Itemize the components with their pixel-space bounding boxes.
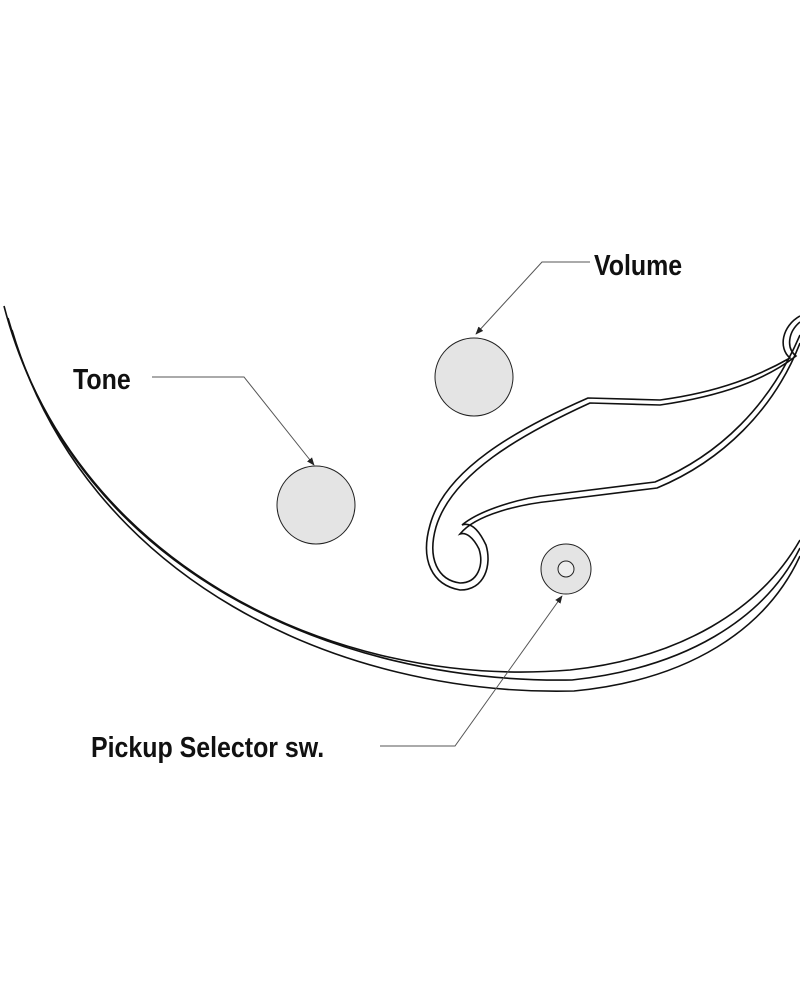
pickup-selector-switch-tip [557,560,575,578]
tone-knob[interactable] [276,465,356,545]
guitar-body-edge [3,305,800,692]
pickup-selector-label: Pickup Selector sw. [91,731,324,763]
tone-leader-arrow [152,376,315,466]
f-hole [425,315,800,591]
volume-knob[interactable] [434,337,514,417]
tone-label: Tone [73,363,131,395]
volume-label: Volume [594,249,682,281]
volume-leader-arrow [475,261,590,335]
pickup-selector-switch[interactable] [540,543,592,595]
pickup-selector-leader-arrow [380,595,563,747]
